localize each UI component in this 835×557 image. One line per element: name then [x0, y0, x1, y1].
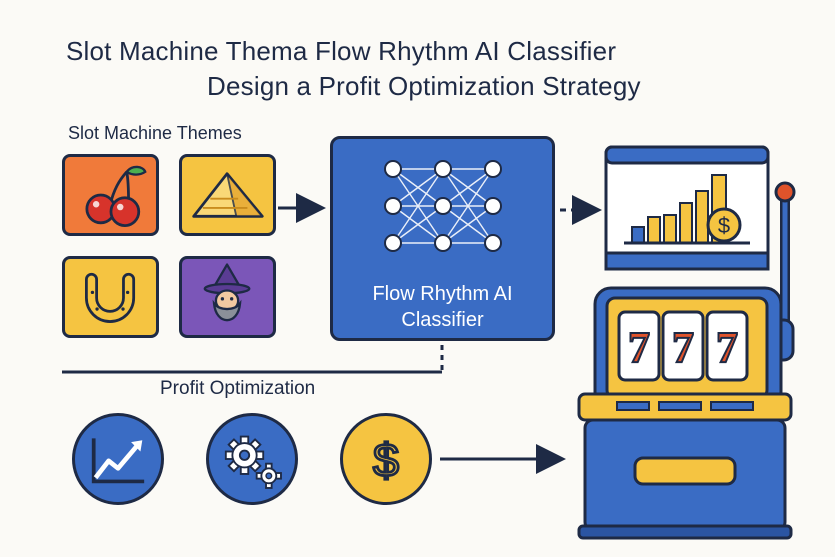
theme-tile-horseshoe — [62, 256, 159, 338]
classifier-name-line-2: Classifier — [401, 309, 484, 331]
neural-network-icon — [384, 160, 502, 252]
gears-icon — [224, 435, 282, 489]
title-line-1: Slot Machine Thema Flow Rhythm AI Classi… — [66, 36, 617, 66]
theme-tile-wizard — [179, 256, 276, 338]
reel-2: 7 — [672, 323, 694, 372]
slot-machine: 7 7 7 — [577, 181, 796, 540]
growth-chart-icon — [91, 438, 145, 484]
reel-1: 7 — [628, 323, 650, 372]
theme-tile-cherries — [62, 154, 159, 236]
lever-knob-icon — [774, 181, 796, 203]
profit-label: Profit Optimization — [160, 378, 316, 399]
themes-label: Slot Machine Themes — [68, 123, 242, 143]
profit-circle-dollar: $ — [340, 413, 432, 505]
reel-window: 7 7 7 — [617, 310, 749, 382]
svg-text:$: $ — [718, 213, 730, 238]
svg-text:$: $ — [373, 434, 399, 486]
title-line-2: Design a Profit Optimization Strategy — [207, 71, 641, 101]
reel-3: 7 — [716, 323, 738, 372]
ai-classifier-box: Flow Rhythm AI Classifier — [330, 136, 555, 341]
pyramid-icon — [192, 172, 264, 218]
classifier-name-line-1: Flow Rhythm AI — [372, 283, 513, 305]
theme-tile-pyramid — [179, 154, 276, 236]
dollar-coin-icon: $ — [372, 432, 401, 487]
profit-circle-gears — [206, 413, 298, 505]
profit-circle-growth — [72, 413, 164, 505]
wizard-icon — [203, 263, 251, 322]
chart-monitor: $ — [604, 145, 770, 271]
cherries-icon — [85, 165, 147, 227]
horseshoe-icon — [85, 272, 136, 323]
